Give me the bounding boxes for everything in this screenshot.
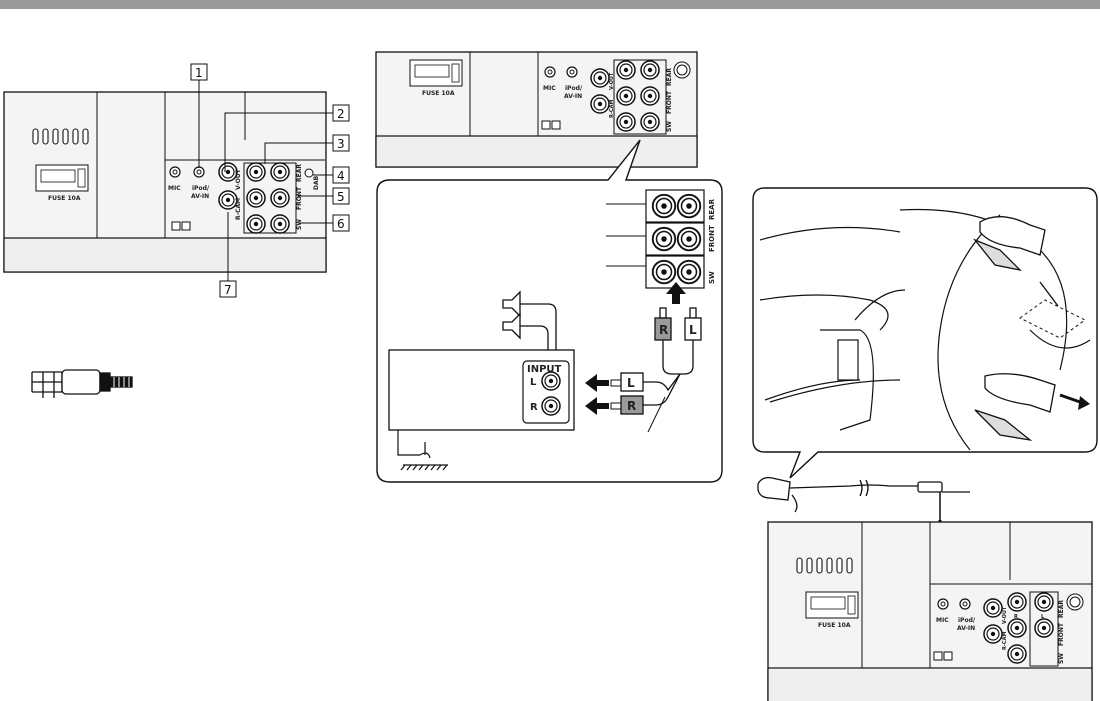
callout-3: 3	[332, 134, 350, 152]
ipod-av-in-jack	[193, 166, 205, 178]
front-r-jack	[246, 188, 266, 208]
up-arrow	[666, 282, 686, 304]
svg-text:2: 2	[337, 107, 345, 121]
v-out-label-right: V-OUT	[1002, 606, 1008, 624]
sw-r-jack	[246, 214, 266, 234]
fuse-label-middle: FUSE 10A	[422, 90, 455, 97]
callout-2: 2	[332, 104, 350, 122]
callout-6: 6	[332, 214, 350, 232]
unit-rear-panel-middle: FUSE 10A MIC iPod/ AV-IN V-OUT R-CAM REA…	[375, 51, 698, 168]
rca-plugs-horizontal	[585, 372, 681, 433]
rear-label-closeup: REAR	[708, 198, 716, 220]
callout-5: 5	[332, 187, 350, 205]
amplifier-box: INPUT L R	[388, 349, 575, 431]
plug-r-label: R	[627, 399, 636, 413]
plug-l-label: L	[627, 376, 635, 390]
v-out-label: V-OUT	[235, 168, 242, 190]
svg-text:3: 3	[337, 137, 345, 151]
sw-label-right: SW	[1058, 653, 1065, 664]
plug-l-label-top: L	[689, 323, 697, 337]
amp-l-label: L	[530, 377, 537, 388]
callout-4: 4	[332, 166, 350, 184]
header-band	[0, 0, 1100, 9]
front-label-closeup: FRONT	[708, 225, 716, 252]
mini-plug-illustration	[31, 369, 133, 398]
dashboard-illustration	[752, 187, 1098, 479]
amp-r-label: R	[530, 402, 538, 413]
ground-wire	[397, 430, 448, 471]
svg-text:7: 7	[224, 283, 232, 297]
ipod-label-middle: iPod/	[565, 85, 583, 92]
ipod-label-right: iPod/	[958, 617, 976, 624]
rca-plugs-vertical	[654, 307, 702, 375]
svg-text:4: 4	[337, 169, 345, 183]
ipod-label: iPod/	[192, 185, 210, 192]
svg-text:6: 6	[337, 217, 345, 231]
fuse-label: FUSE 10A	[48, 195, 81, 202]
amp-input-label: INPUT	[527, 364, 562, 375]
callout-1: 1	[190, 63, 208, 81]
sw-l-jack	[270, 214, 290, 234]
r-cam-label: R-CAM	[235, 198, 242, 220]
unit-rear-panel-right: FUSE 10A MIC iPod/ AV-IN V-OUT R-CAM R L…	[767, 521, 1093, 701]
rear-label-middle: REAR	[666, 68, 673, 86]
avin-label: AV-IN	[191, 193, 209, 200]
l-label-right: L	[1041, 614, 1045, 620]
front-label-right: FRONT	[1058, 622, 1065, 646]
avin-label-right: AV-IN	[957, 625, 975, 632]
mic-label: MIC	[168, 185, 181, 192]
v-out-label-middle: V-OUT	[609, 72, 615, 90]
rear-label: REAR	[296, 164, 303, 182]
speakers	[502, 290, 557, 350]
rear-r-jack	[246, 162, 266, 182]
rear-label-right: REAR	[1058, 600, 1065, 618]
avin-label-middle: AV-IN	[564, 93, 582, 100]
callout-7: 7	[219, 280, 237, 298]
front-label: FRONT	[296, 186, 303, 210]
sw-label-middle: SW	[666, 121, 673, 132]
dab-label: DAB	[313, 175, 320, 190]
dab-connector	[304, 168, 314, 178]
preout-closeup: REAR FRONT SW	[606, 189, 716, 289]
mic-jack	[169, 166, 181, 178]
fuse-label-right: FUSE 10A	[818, 622, 851, 629]
mic-label-middle: MIC	[543, 85, 556, 92]
vent-slots	[32, 128, 89, 145]
sw-label-closeup: SW	[708, 271, 716, 284]
callout-leaders	[198, 80, 333, 281]
unit-rear-panel-left: FUSE 10A MIC iPod/ AV-IN V-OUT R-CAM REA…	[3, 91, 327, 273]
mic-label-right: MIC	[936, 617, 949, 624]
svg-text:5: 5	[337, 190, 345, 204]
sw-label: SW	[296, 219, 303, 230]
r-label-right: R	[1014, 614, 1018, 620]
front-label-middle: FRONT	[666, 90, 673, 114]
svg-text:1: 1	[195, 66, 203, 80]
r-cam-label-middle: R-CAM	[609, 100, 615, 118]
rear-l-jack	[270, 162, 290, 182]
plug-r-label-top: R	[659, 323, 668, 337]
microphone	[757, 476, 970, 520]
r-cam-label-right: R-CAM	[1002, 632, 1008, 650]
front-l-jack	[270, 188, 290, 208]
